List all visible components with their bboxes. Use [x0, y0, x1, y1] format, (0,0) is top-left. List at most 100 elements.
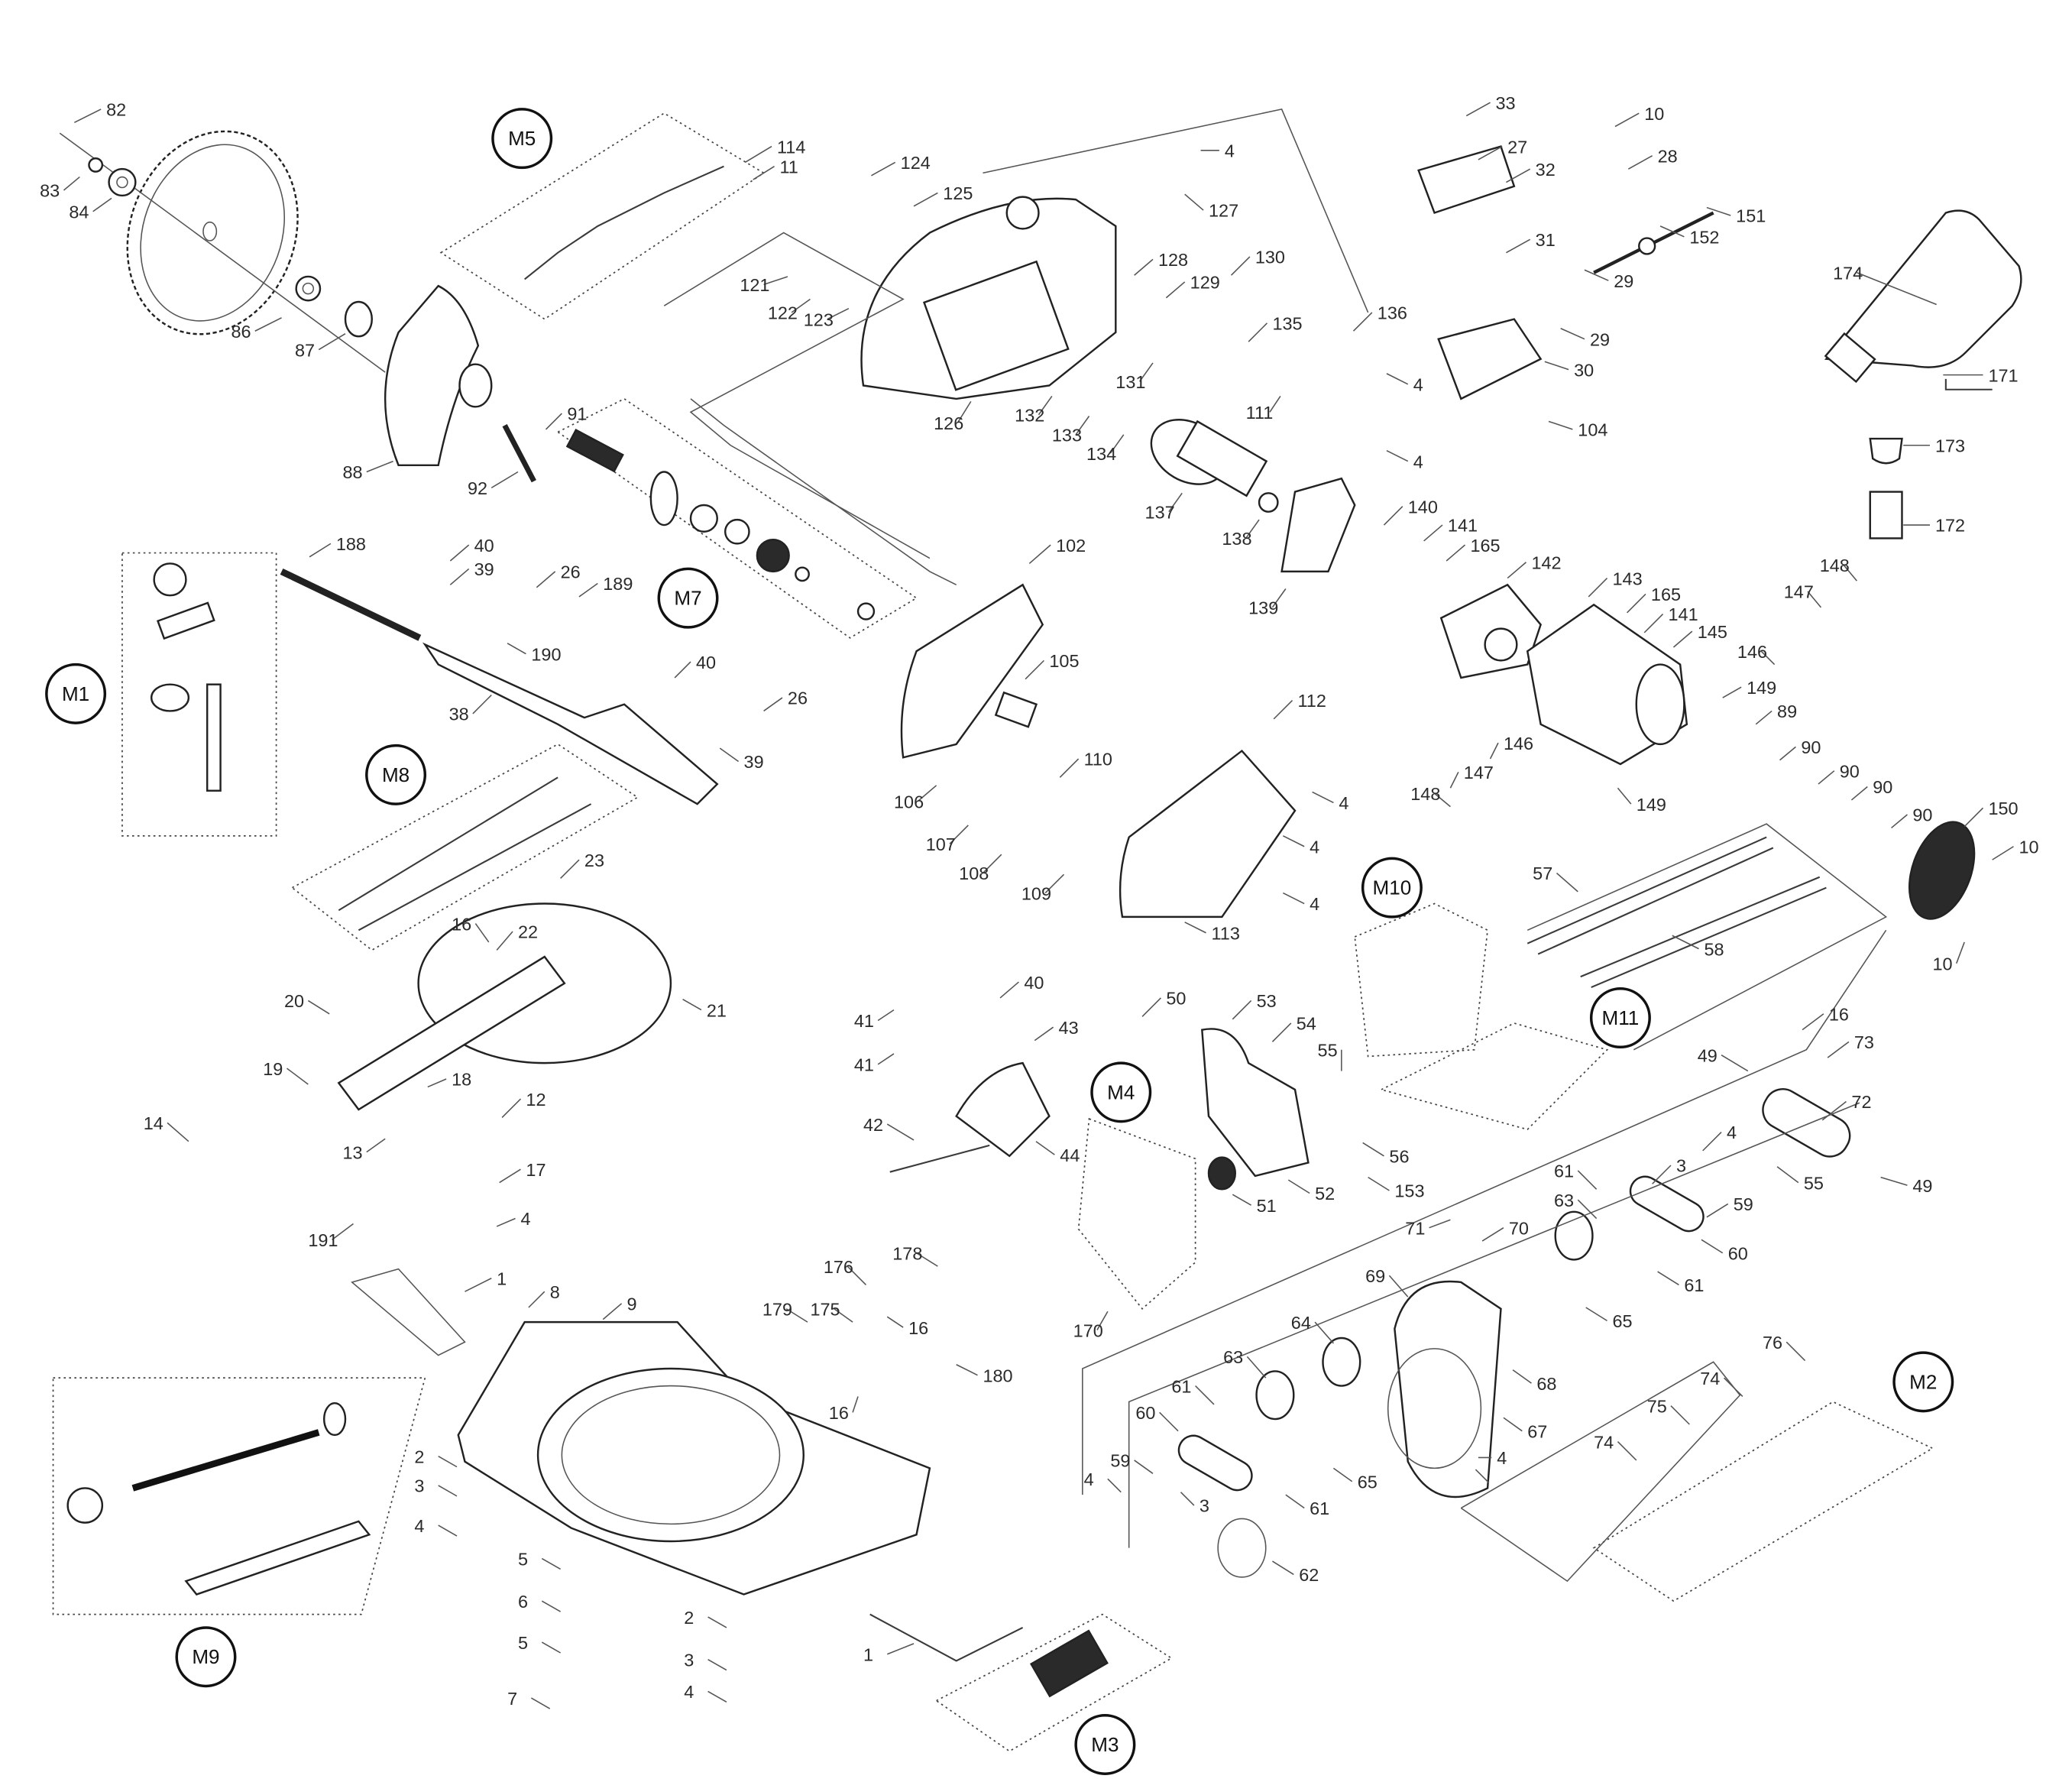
callout-60: 60 [1728, 1243, 1748, 1263]
callout-102: 102 [1056, 536, 1086, 556]
callout-76: 76 [1763, 1333, 1782, 1353]
callout-19: 19 [263, 1059, 283, 1079]
callout-134: 134 [1086, 444, 1116, 464]
callout-65: 65 [1612, 1311, 1632, 1331]
callout-17: 17 [526, 1160, 546, 1180]
leader-line [1577, 1170, 1598, 1190]
callout-10: 10 [1932, 954, 1952, 974]
leader-line [541, 1641, 562, 1654]
group-label: M7 [674, 587, 701, 610]
leader-line [682, 999, 702, 1011]
leader-line [536, 571, 556, 588]
leader-line [1388, 1275, 1409, 1298]
callout-82: 82 [106, 100, 126, 120]
leader-line [1489, 742, 1499, 760]
leader-line [1180, 1492, 1195, 1506]
leader-line [827, 307, 850, 320]
callout-138: 138 [1222, 529, 1251, 549]
leader-line [956, 1364, 978, 1376]
callout-13: 13 [343, 1142, 363, 1162]
leader-line [1386, 450, 1409, 462]
leader-line [1617, 1441, 1637, 1461]
leader-line [1843, 564, 1857, 582]
callout-191: 191 [308, 1230, 338, 1250]
callout-141: 141 [1669, 604, 1698, 624]
leader-line [1232, 1000, 1252, 1020]
callout-2: 2 [414, 1447, 424, 1466]
leader-line [318, 333, 346, 351]
callout-90: 90 [1873, 777, 1892, 797]
leader-line [886, 1316, 904, 1328]
callout-143: 143 [1612, 569, 1642, 588]
group-label: M1 [62, 682, 89, 705]
leader-line [1109, 434, 1125, 454]
callout-73: 73 [1854, 1032, 1874, 1052]
callout-86: 86 [231, 322, 251, 342]
leader-line [1035, 1141, 1055, 1155]
callout-9: 9 [627, 1294, 637, 1314]
leader-line [916, 1252, 938, 1267]
leader-line [1760, 650, 1776, 666]
leader-line [1283, 835, 1305, 847]
callout-39: 39 [474, 559, 494, 579]
callout-41: 41 [854, 1011, 874, 1031]
callout-135: 135 [1272, 314, 1302, 334]
callout-72: 72 [1851, 1092, 1871, 1112]
leader-line [1992, 846, 2014, 860]
leader-line [1584, 269, 1609, 281]
leader-line [490, 471, 519, 489]
callout-88: 88 [343, 462, 363, 482]
callout-179: 179 [762, 1299, 792, 1319]
callout-62: 62 [1299, 1565, 1319, 1585]
callout-7: 7 [507, 1689, 517, 1709]
callout-63: 63 [1223, 1347, 1243, 1367]
callout-147: 147 [1784, 582, 1814, 602]
callout-110: 110 [1084, 750, 1112, 770]
callout-20: 20 [284, 991, 304, 1011]
group-circle-m11 [1589, 987, 1651, 1049]
callout-127: 127 [1209, 201, 1238, 221]
callout-89: 89 [1777, 701, 1797, 721]
leader-line [1446, 544, 1466, 562]
leader-line [1880, 1176, 1908, 1186]
group-label: M5 [508, 127, 536, 150]
callout-42: 42 [863, 1115, 883, 1135]
leader-line [913, 192, 938, 207]
leader-line [1434, 792, 1451, 808]
callout-40: 40 [696, 653, 716, 672]
callout-16: 16 [1829, 1005, 1849, 1025]
callout-107: 107 [926, 834, 956, 854]
leader-line [1857, 272, 1937, 306]
leader-line [1475, 1469, 1490, 1484]
leader-line [1585, 1307, 1607, 1322]
callout-4: 4 [1413, 452, 1423, 471]
leader-line [1627, 593, 1646, 614]
callout-124: 124 [901, 153, 931, 173]
leader-line [1287, 1179, 1310, 1194]
callout-109: 109 [1021, 883, 1051, 903]
callout-65: 65 [1358, 1472, 1378, 1492]
leader-line [427, 1078, 447, 1088]
leader-line [541, 1557, 562, 1570]
callout-11: 11 [779, 157, 798, 177]
leader-line [1779, 746, 1796, 761]
leader-line [847, 1265, 867, 1286]
callout-74: 74 [1700, 1369, 1720, 1388]
leader-line [1556, 872, 1578, 893]
callout-5: 5 [518, 1549, 528, 1569]
callout-18: 18 [452, 1070, 471, 1090]
leader-line [1465, 102, 1491, 117]
leader-line [1506, 168, 1531, 183]
leader-line [1478, 145, 1503, 160]
leader-line [254, 317, 282, 332]
leader-line [1544, 361, 1569, 371]
leader-line [1785, 1341, 1806, 1362]
group-circle-m9 [175, 1626, 237, 1688]
leader-line [1059, 758, 1080, 778]
callout-141: 141 [1448, 516, 1478, 536]
group-label: M3 [1091, 1733, 1119, 1756]
callout-1: 1 [497, 1268, 507, 1288]
leader-line [496, 1217, 516, 1227]
callout-64: 64 [1291, 1313, 1311, 1333]
leader-line [92, 197, 112, 212]
